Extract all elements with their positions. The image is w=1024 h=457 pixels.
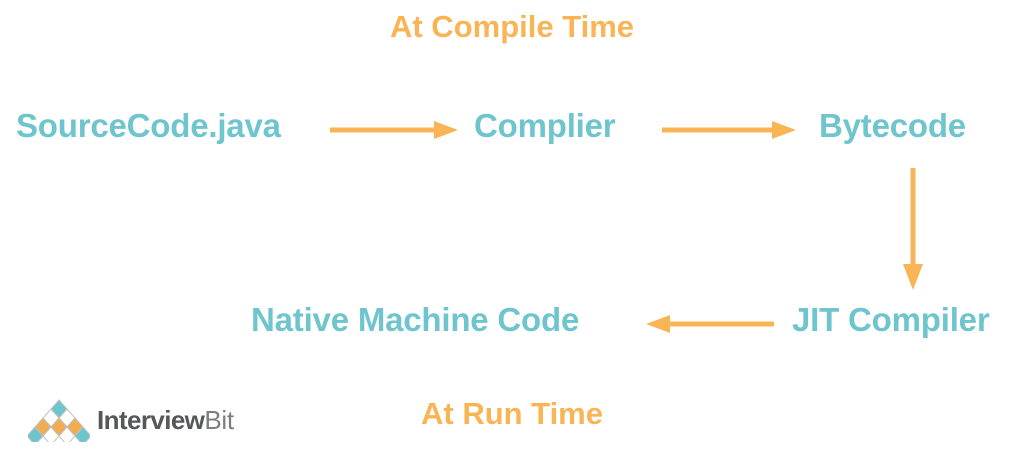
logo-wordmark: InterviewBit xyxy=(97,407,234,433)
arrow-source-to-compiler xyxy=(330,121,458,139)
arrow-jit-compiler-to-native-machine-code xyxy=(646,315,774,333)
node-compiler: Complier xyxy=(474,107,616,144)
interviewbit-diamond-mark xyxy=(28,399,90,442)
node-bytecode: Bytecode xyxy=(819,107,966,144)
logo-wordmark-secondary: Bit xyxy=(204,405,234,435)
interviewbit-logo: InterviewBit xyxy=(28,398,234,442)
phase-title-compile-time: At Compile Time xyxy=(389,9,635,44)
arrow-compiler-to-bytecode xyxy=(662,121,796,139)
arrow-bytecode-to-jit-compiler xyxy=(903,168,923,290)
logo-wordmark-primary: Interview xyxy=(97,405,205,435)
node-sourcecode-java: SourceCode.java xyxy=(16,107,281,144)
phase-title-run-time: At Run Time xyxy=(421,396,603,431)
node-jit-compiler: JIT Compiler xyxy=(792,301,990,338)
node-native-machine-code: Native Machine Code xyxy=(251,301,580,338)
